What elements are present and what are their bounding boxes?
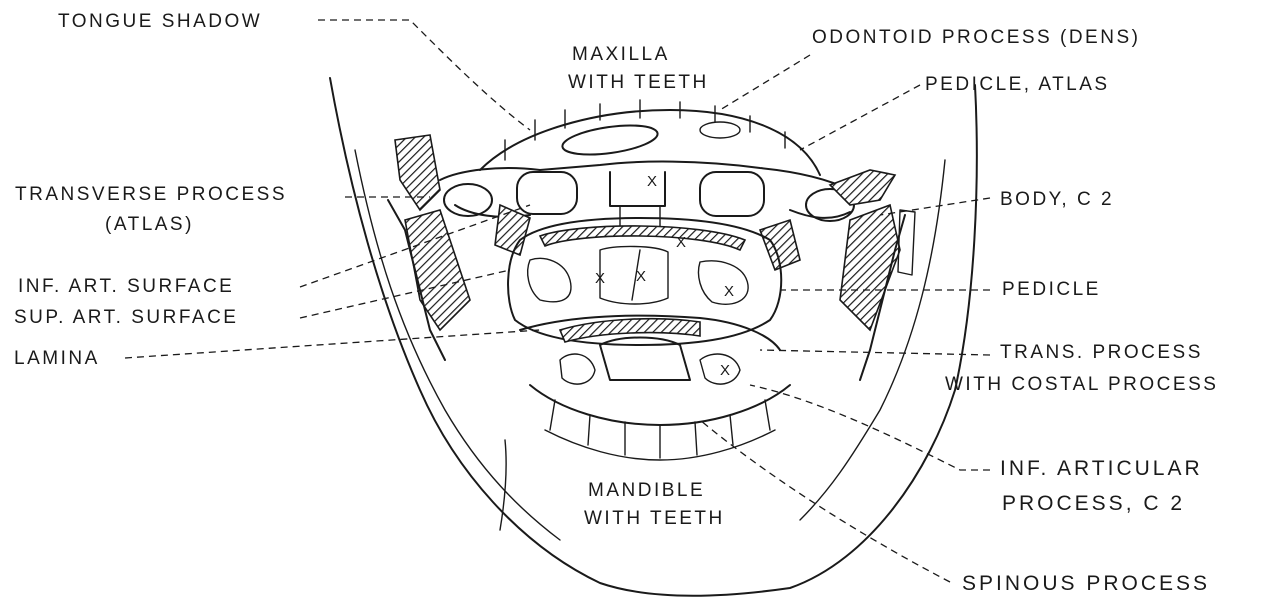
- maxilla: [480, 100, 820, 175]
- label-trans-process: TRANS. PROCESS: [1000, 342, 1203, 363]
- atlas: [395, 135, 895, 270]
- label-maxilla: MAXILLA: [572, 44, 670, 65]
- label-pedicle: PEDICLE: [1002, 279, 1101, 300]
- label-transverse-process: TRANSVERSE PROCESS: [15, 184, 287, 205]
- label-spinous-process: SPINOUS PROCESS: [962, 572, 1210, 595]
- label-mandible-teeth: WITH TEETH: [584, 508, 725, 529]
- label-odontoid: ODONTOID PROCESS (DENS): [812, 27, 1140, 48]
- label-inf-art-surface: INF. ART. SURFACE: [18, 276, 234, 297]
- label-inf-articular-c2: PROCESS, C 2: [1002, 492, 1185, 515]
- label-inf-articular: INF. ARTICULAR: [1000, 457, 1203, 480]
- label-transverse-atlas: (ATLAS): [105, 214, 194, 235]
- label-body-c2: BODY, C 2: [1000, 189, 1114, 210]
- label-costal-process: WITH COSTAL PROCESS: [945, 374, 1218, 395]
- x-marker: X: [724, 283, 734, 300]
- label-maxilla-teeth: WITH TEETH: [568, 72, 709, 93]
- mandible: [530, 385, 790, 460]
- label-pedicle-atlas: PEDICLE, ATLAS: [925, 74, 1110, 95]
- label-lamina: LAMINA: [14, 348, 100, 369]
- x-marker: X: [676, 234, 686, 251]
- label-sup-art-surface: SUP. ART. SURFACE: [14, 307, 238, 328]
- x-marker: X: [636, 268, 646, 285]
- label-tongue-shadow: TONGUE SHADOW: [58, 11, 262, 32]
- x-marker: X: [595, 270, 605, 287]
- x-marker: X: [720, 362, 730, 379]
- x-marker: X: [647, 173, 657, 190]
- label-mandible: MANDIBLE: [588, 480, 705, 501]
